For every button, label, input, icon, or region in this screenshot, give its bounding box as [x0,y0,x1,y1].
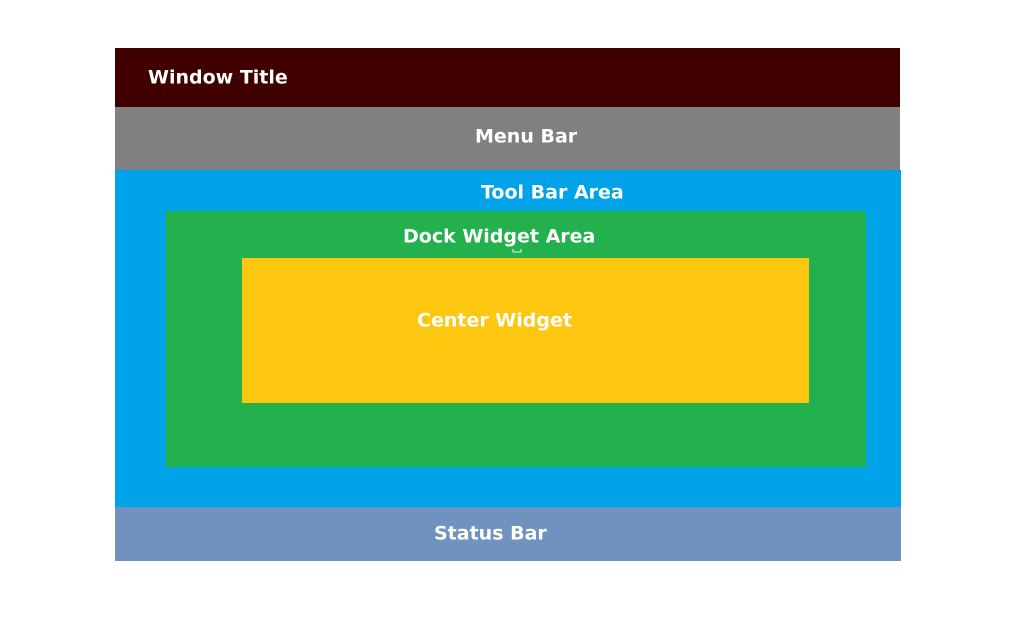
status-bar-region: Status Bar [115,507,901,561]
text-cursor-icon [512,249,522,253]
menu-bar-region: Menu Bar [115,107,900,170]
window-title-region: Window Title [115,48,900,107]
menu-bar-label: Menu Bar [475,125,578,148]
center-widget-label: Center Widget [417,309,572,332]
status-bar-label: Status Bar [434,522,547,545]
window-title-label: Window Title [148,66,288,89]
dock-widget-area-label: Dock Widget Area [403,225,596,248]
tool-bar-area-label: Tool Bar Area [481,181,624,204]
center-widget-region: Center Widget [242,258,809,403]
